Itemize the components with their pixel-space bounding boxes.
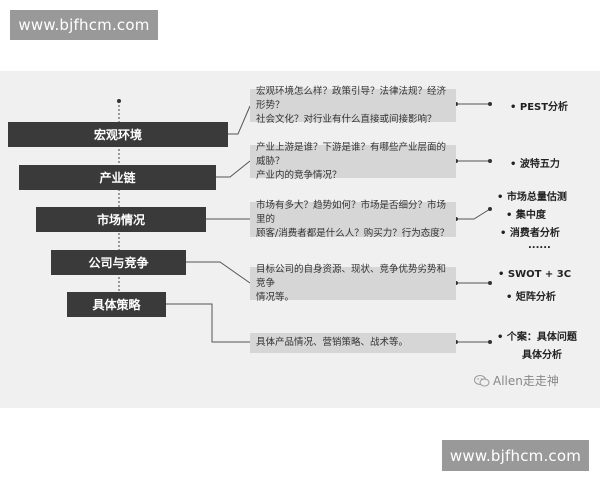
level-label: 宏观环境 bbox=[93, 128, 142, 142]
question-line: 情况等。 bbox=[256, 291, 295, 303]
level-industry-chain: 产业链 bbox=[19, 165, 216, 190]
level-market: 市场情况 bbox=[36, 207, 206, 232]
question-line: 市场有多大？趋势如何？市场是否细分？市场里的 bbox=[256, 199, 447, 225]
watermark-bottom: www.bjfhcm.com bbox=[442, 440, 589, 471]
level-strategy: 具体策略 bbox=[67, 292, 166, 317]
tool-item: • PEST分析 bbox=[510, 102, 569, 113]
brand-signature: Allen走走神 bbox=[474, 372, 559, 389]
question-box-market: 市场有多大？趋势如何？市场是否细分？市场里的顾客/消费者都是什么人？购买力？行为… bbox=[250, 199, 456, 239]
tool-item: • 矩阵分析 bbox=[506, 292, 556, 303]
level-label: 市场情况 bbox=[96, 213, 145, 227]
question-box-company: 目标公司的自身资源、现状、竞争优势劣势和竞争情况等。 bbox=[250, 264, 456, 303]
level-label: 公司与竞争 bbox=[88, 256, 149, 270]
question-line: 产业内的竞争情况？ bbox=[256, 169, 342, 181]
question-line: 宏观环境怎么样？政策引导？法律法规？经济形势？ bbox=[256, 85, 447, 111]
question-line: 目标公司的自身资源、现状、竞争优势劣势和竞争 bbox=[256, 263, 447, 289]
level-label: 具体策略 bbox=[92, 298, 141, 312]
question-box-industry: 产业上游是谁？下游是谁？有哪些产业层面的威胁？ 产业内的竞争情况？ bbox=[250, 142, 456, 181]
tool-item: • 消费者分析 bbox=[500, 228, 560, 239]
question-line: 社会文化？对行业有什么直接或间接影响？ bbox=[256, 113, 437, 125]
level-company-competition: 公司与竞争 bbox=[51, 250, 186, 275]
link-level5-question bbox=[166, 303, 250, 343]
question-line: 具体产品情况、营销策略、战术等。 bbox=[256, 337, 409, 348]
tool-item: • 个案：具体问题 bbox=[497, 332, 577, 343]
tool-item: • 波特五力 bbox=[510, 159, 560, 170]
question-box-macro: 宏观环境怎么样？政策引导？法律法规？经济形势？ 社会文化？对行业有什么直接或间接影… bbox=[250, 86, 456, 125]
question-line: 顾客/消费者都是什么人？购买力？行为态度？ bbox=[256, 227, 450, 239]
tool-item: • 市场总量估测 bbox=[497, 192, 567, 203]
link-question3-tool bbox=[456, 208, 491, 220]
brand-text: Allen走走神 bbox=[493, 374, 559, 388]
wechat-icon bbox=[474, 374, 490, 386]
watermark-top: www.bjfhcm.com bbox=[10, 10, 158, 40]
spine-start-dot bbox=[117, 99, 121, 103]
question-line: 产业上游是谁？下游是谁？有哪些产业层面的威胁？ bbox=[256, 141, 447, 167]
tool-item: • SWOT + 3C bbox=[498, 269, 572, 280]
tool-item: • 集中度 bbox=[506, 210, 546, 221]
question-box-strategy: 具体产品情况、营销策略、战术等。 bbox=[250, 333, 456, 353]
tool-item: 具体分析 bbox=[522, 350, 562, 361]
level-label: 产业链 bbox=[99, 171, 136, 185]
link-level1-question bbox=[228, 105, 251, 135]
level-macro-environment: 宏观环境 bbox=[8, 122, 228, 147]
tool-item: ...... bbox=[528, 240, 551, 251]
link-level2-question bbox=[216, 160, 251, 178]
link-level4-question bbox=[186, 261, 251, 284]
